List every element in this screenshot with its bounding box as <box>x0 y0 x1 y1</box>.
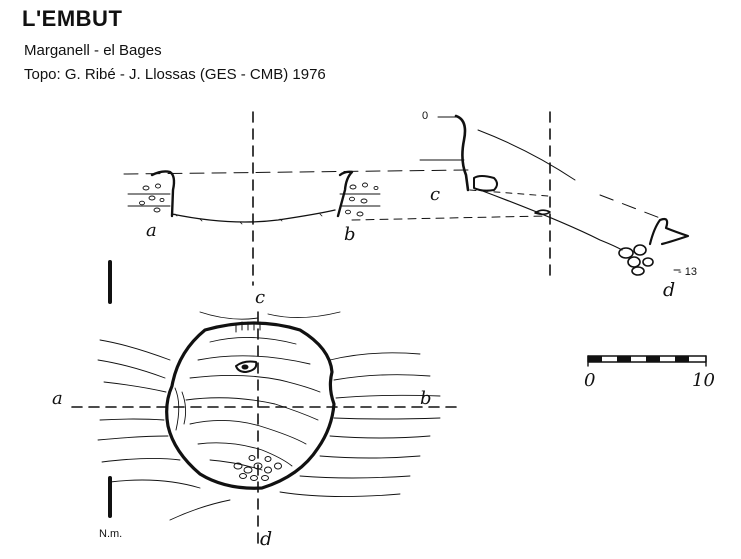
section-cd <box>419 111 690 279</box>
inner-contours <box>174 337 321 471</box>
section-floor <box>171 209 336 223</box>
scale-segment <box>617 356 631 362</box>
section-label-a: a <box>146 220 157 241</box>
plan-label-b: b <box>420 388 432 409</box>
shaft-opening <box>235 360 258 373</box>
plan-label-d: d <box>260 528 272 550</box>
plan-label-c: c <box>255 287 265 308</box>
scale-segment <box>588 356 602 362</box>
cave-title: L'EMBUT <box>22 6 123 31</box>
section-label-b: b <box>344 224 356 245</box>
upper-slope <box>477 129 576 181</box>
terrain-contours <box>97 311 441 521</box>
location-subtitle: Marganell - el Bages <box>24 42 162 59</box>
section-ab <box>123 111 546 286</box>
section-label-c: c <box>430 184 440 205</box>
depth-label-top: 0 <box>422 110 428 122</box>
section-label-d: d <box>663 279 675 301</box>
terminal-wall <box>648 217 690 246</box>
survey-credit: Topo: G. Ribé - J. Llossas (GES - CMB) 1… <box>24 66 326 83</box>
shaft-wall <box>454 114 470 192</box>
scale-label-start: 0 <box>584 370 595 391</box>
floor-hatch <box>174 213 323 225</box>
ground-line-dashed <box>123 169 471 175</box>
lower-slope <box>479 189 623 251</box>
scale-segment <box>646 356 660 362</box>
scale-segment <box>675 356 689 362</box>
right-wall <box>336 170 354 218</box>
depth-label-bottom: - 13 <box>678 266 697 278</box>
scale-bar <box>587 355 707 367</box>
doline-outline <box>165 321 336 490</box>
level-line-dashed <box>351 215 546 221</box>
scale-label-end: 10 <box>692 370 715 391</box>
lip-hatching <box>235 321 261 333</box>
plan-pebbles <box>233 455 282 481</box>
plan-view <box>71 260 459 549</box>
left-wall <box>150 170 176 218</box>
north-label: N.m. <box>99 528 122 540</box>
plan-label-a: a <box>52 388 63 409</box>
bottom-rocks <box>618 244 654 276</box>
rock-pebbles <box>139 182 379 217</box>
